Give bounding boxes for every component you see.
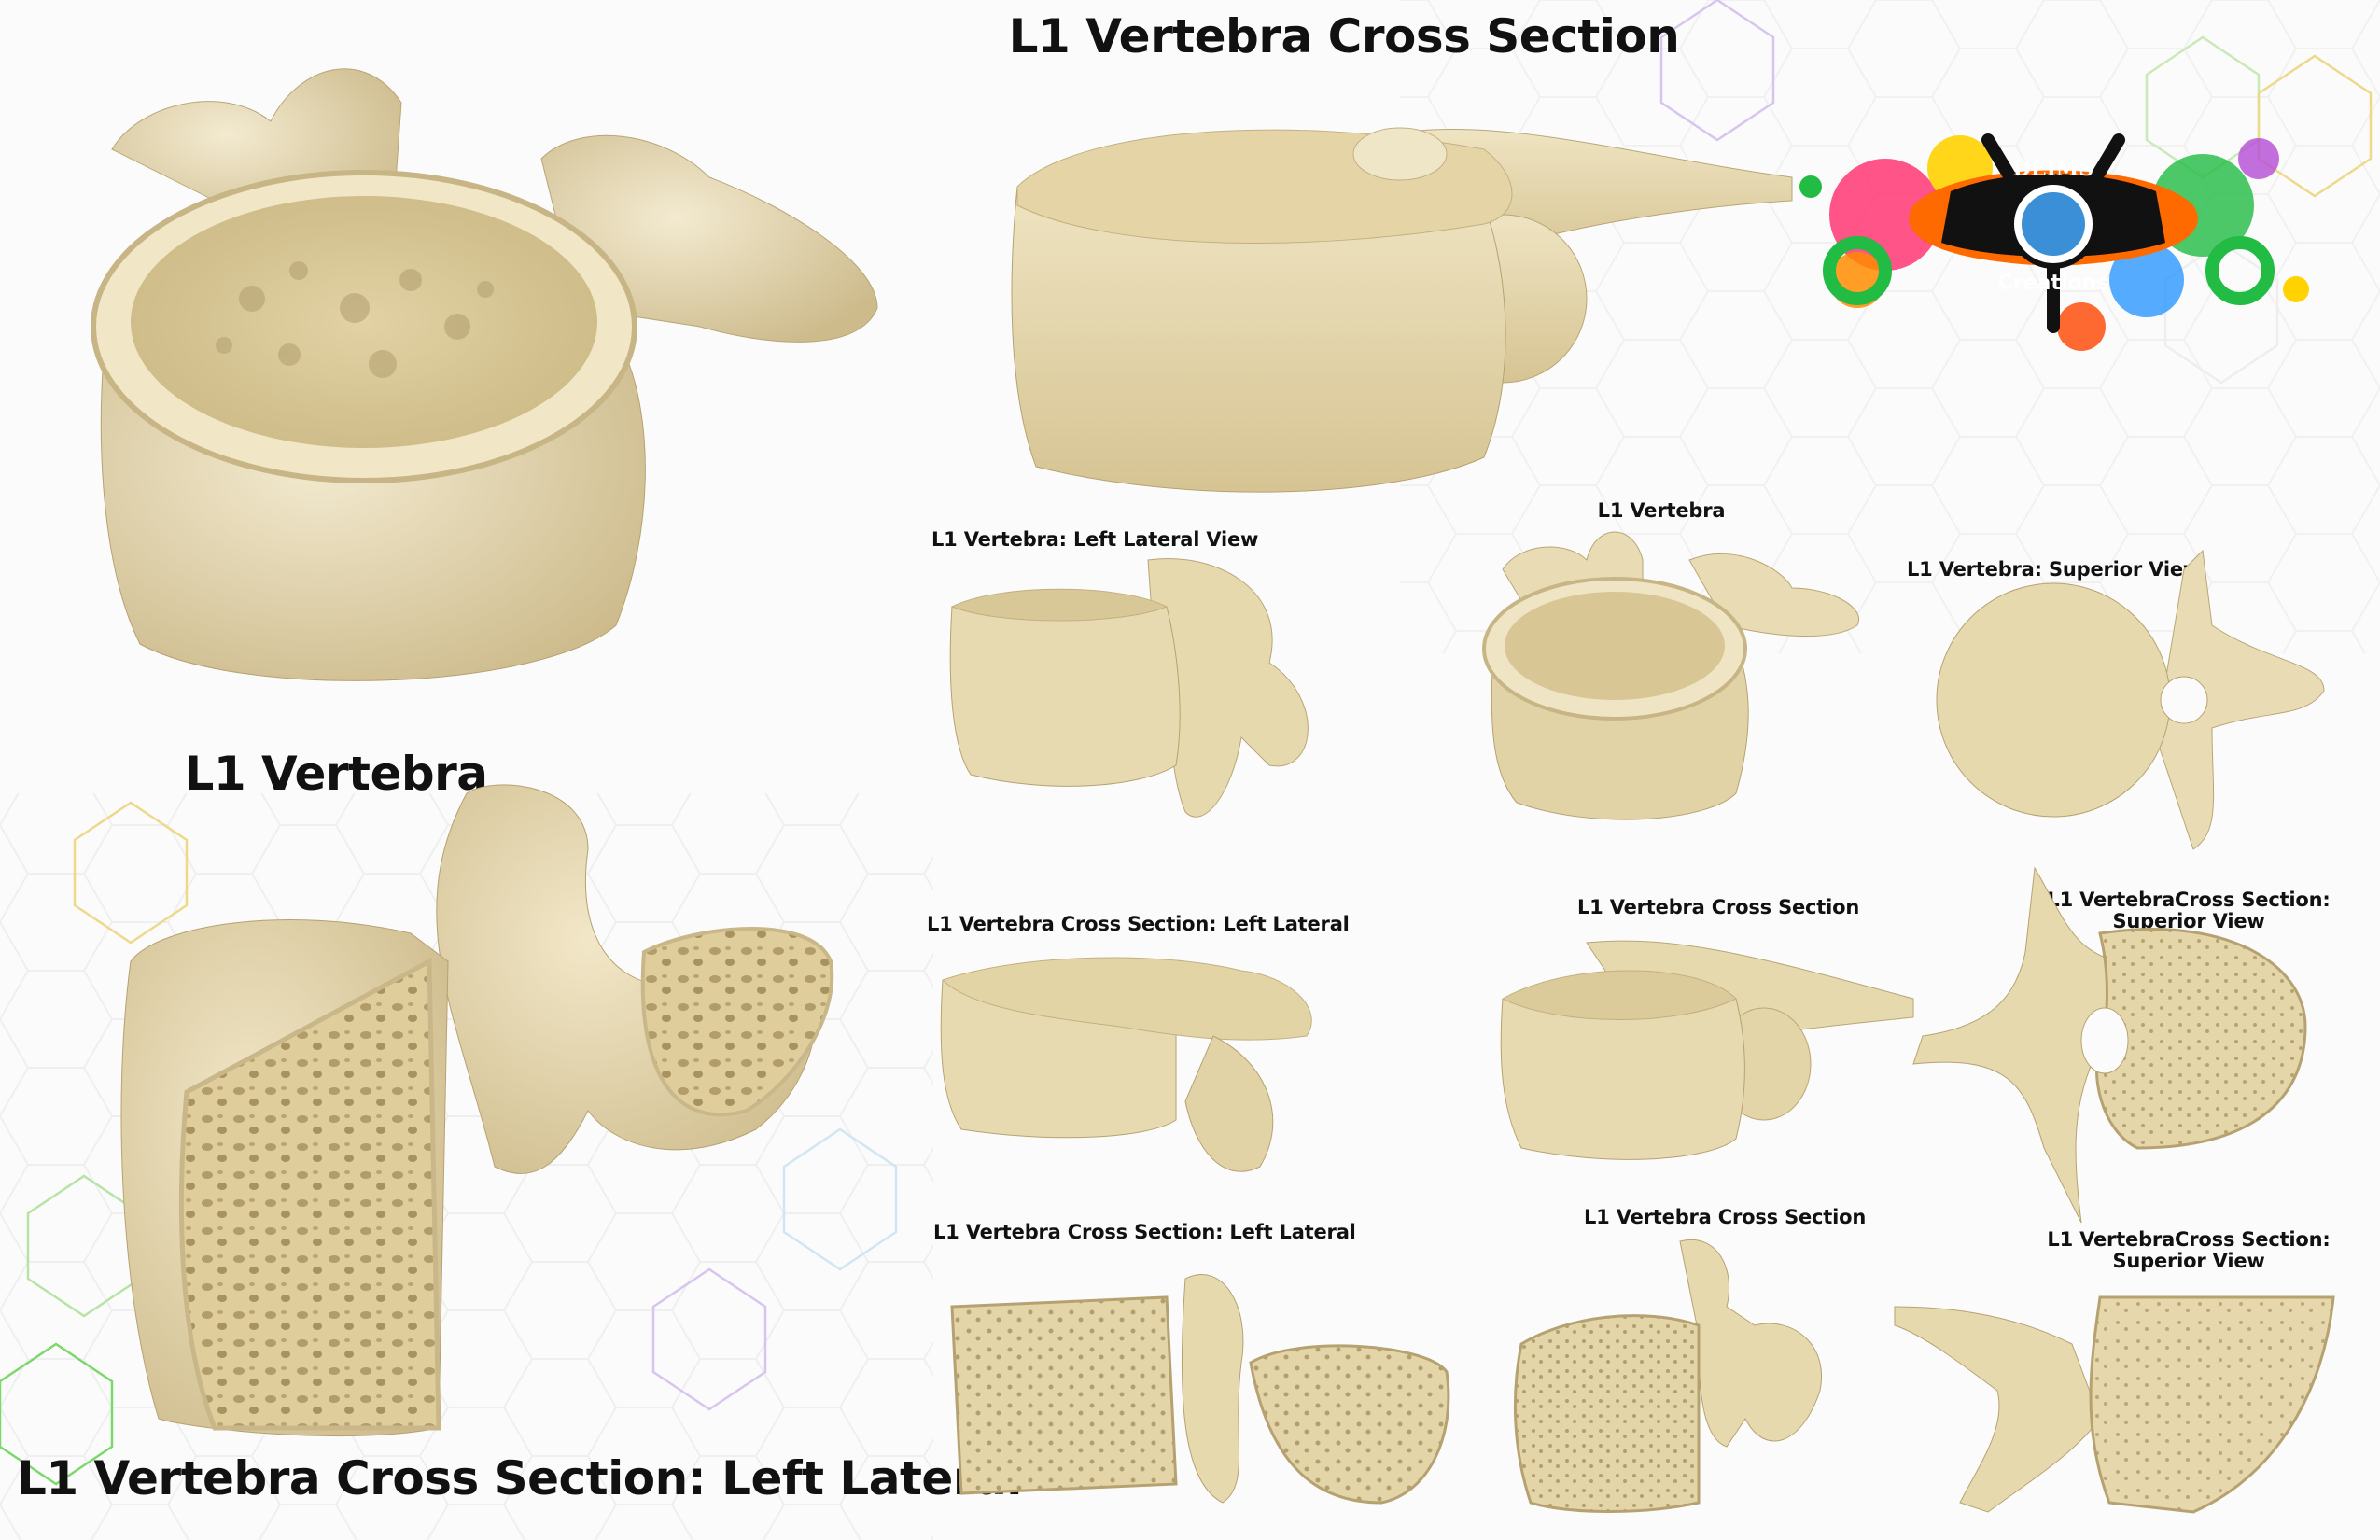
label-cross-section-superior-2-line2: Superior View — [2112, 910, 2265, 932]
label-cross-section-superior-2-line1: L1 VertebraCross Section: — [2047, 889, 2331, 911]
label-cross-section-superior-3: L1 VertebraCross Section: Superior View — [2025, 1229, 2352, 1272]
thumb-left-lateral-view — [933, 551, 1335, 831]
label-cross-section-superior-3-line2: Superior View — [2112, 1250, 2265, 1272]
thumb-cross-section-3 — [1512, 1232, 1848, 1531]
label-cross-section-left-lateral-2: L1 Vertebra Cross Section: Left Lateral — [927, 913, 1350, 935]
vertebra-main-view — [56, 47, 896, 719]
label-cross-section-superior-2: L1 VertebraCross Section: Superior View — [2025, 889, 2352, 932]
label-left-lateral-view: L1 Vertebra: Left Lateral View — [931, 528, 1259, 551]
label-main-cross-section-left-lateral: L1 Vertebra Cross Section: Left Lateral — [17, 1451, 1022, 1505]
logo-line1: DEIMS — [2013, 157, 2093, 181]
logo-line2: Creations — [1998, 272, 2109, 295]
thumb-cross-section-superior-3 — [1885, 1279, 2343, 1521]
thumb-vertebra — [1475, 523, 1867, 831]
cross-section-left-lateral-main-view — [103, 775, 849, 1447]
thumb-cross-section-superior-2 — [1912, 866, 2324, 1232]
thumb-cross-section-2 — [1493, 924, 1923, 1176]
label-cross-section-3: L1 Vertebra Cross Section — [1584, 1206, 1867, 1228]
thumb-cross-section-left-lateral-2 — [933, 933, 1419, 1185]
label-vertebra-small: L1 Vertebra — [1597, 499, 1726, 522]
label-main-cross-section: L1 Vertebra Cross Section — [1008, 9, 1680, 63]
label-superior-view: L1 Vertebra: Superior View — [1907, 558, 2202, 581]
thumb-superior-view — [1932, 549, 2333, 850]
deims-creations-logo: DEIMS Creations — [1773, 103, 2333, 383]
label-cross-section-superior-3-line1: L1 VertebraCross Section: — [2047, 1228, 2331, 1251]
label-cross-section-left-lateral-3: L1 Vertebra Cross Section: Left Lateral — [933, 1221, 1356, 1243]
cross-section-main-view — [999, 65, 1801, 504]
thumb-cross-section-left-lateral-3 — [943, 1251, 1465, 1512]
label-main-vertebra: L1 Vertebra — [184, 747, 488, 801]
label-cross-section-2: L1 Vertebra Cross Section — [1577, 896, 1860, 918]
